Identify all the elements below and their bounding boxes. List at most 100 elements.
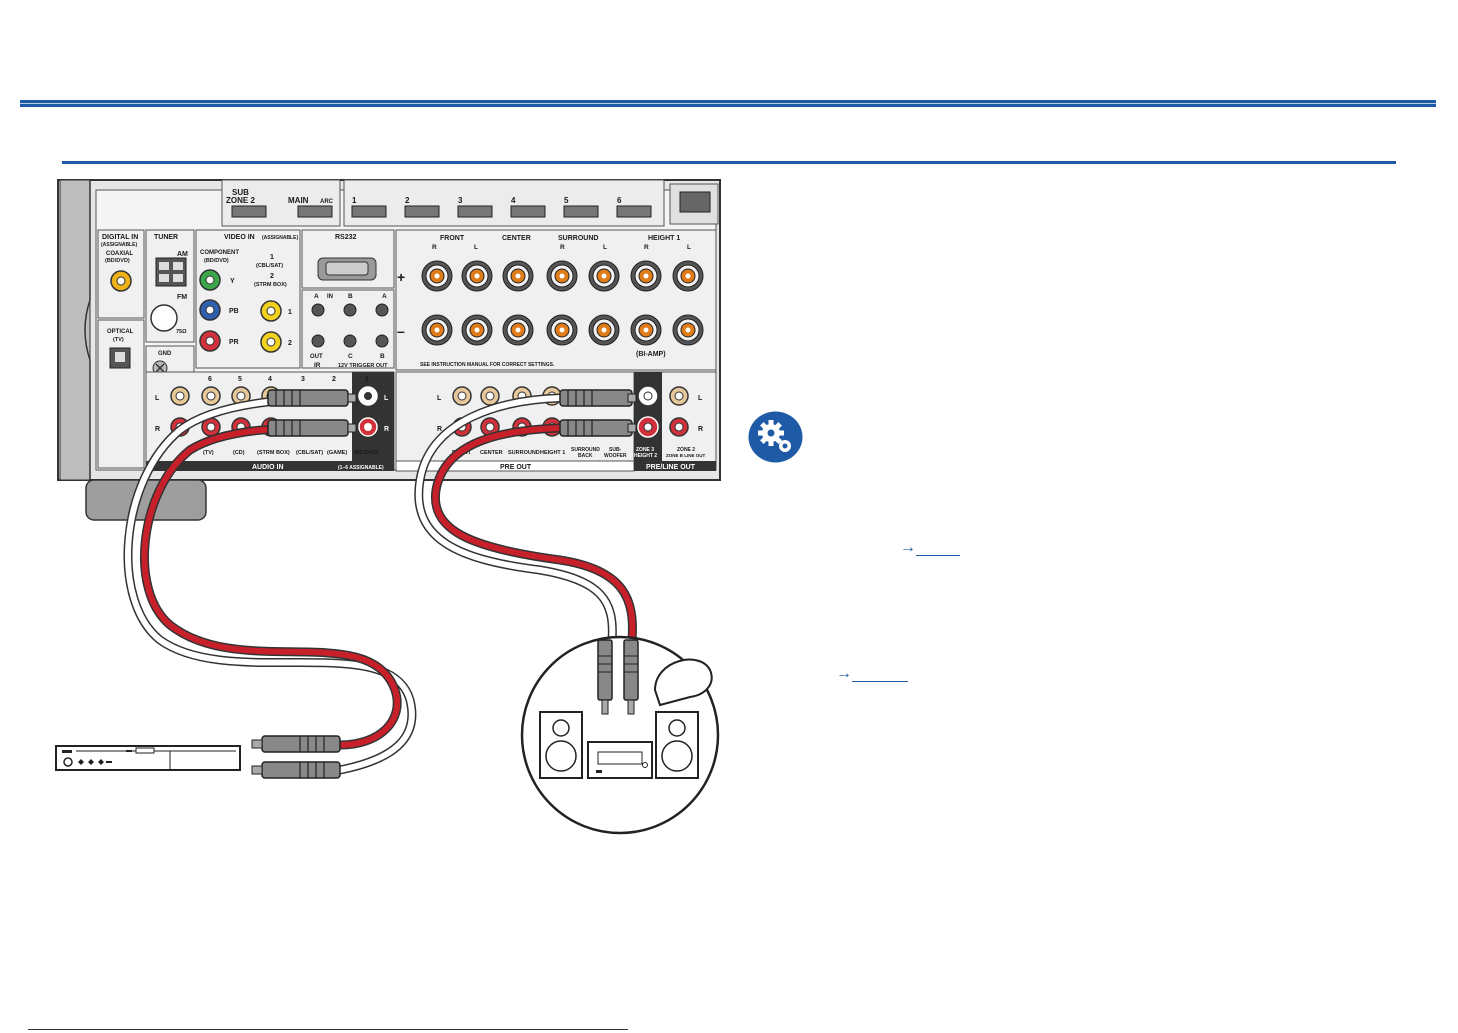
audio-in-source: (BD/DVD) (354, 450, 379, 456)
rca-plugs-pre-out (559, 389, 637, 437)
page-link-b[interactable]: → (836, 666, 908, 682)
speaker-post-hole (643, 327, 649, 333)
pre-line-r: R (698, 426, 703, 433)
audio-cable-player (123, 393, 417, 775)
audio-in-l: L (155, 395, 160, 402)
pre-line-l: L (698, 395, 703, 402)
pre-out-jack-r-center (485, 422, 495, 432)
speaker-terminals-section: FRONT CENTER SURROUND HEIGHT 1 + – R L R… (395, 229, 717, 371)
hdmi-port (457, 205, 493, 218)
video-in-assignable: (ASSIGNABLE) (262, 235, 298, 241)
disc-player (55, 735, 341, 779)
speaker-post-hole (474, 273, 480, 279)
pre-line-out-title: PRE/LINE OUT (646, 464, 696, 471)
ir-in-label: IN (327, 294, 333, 300)
tuner-title: TUNER (154, 234, 178, 241)
video-in-section: VIDEO IN (ASSIGNABLE) COMPONENT (BD/DVD)… (195, 229, 301, 369)
hdmi-input-label: 6 (617, 196, 622, 205)
pre-out-surround: SURROUND (508, 450, 540, 456)
digital-in-section: DIGITAL IN (ASSIGNABLE) COAXIAL (BD/DVD)… (97, 229, 145, 469)
speaker-post-hole (515, 327, 521, 333)
trigger-label: 12V TRIGGER OUT (338, 363, 388, 369)
right-arrow-icon: → (836, 665, 852, 682)
audio-in-source: (STRM BOX) (257, 450, 290, 456)
page-link-underline[interactable] (852, 669, 908, 682)
component-label: COMPONENT (200, 250, 239, 256)
pre-out-subwoofer-2: WOOFER (604, 453, 627, 459)
audio-in-number: 4 (268, 376, 272, 383)
speaker-post-hole (559, 273, 565, 279)
speaker-post-hole (474, 327, 480, 333)
hdmi-port (616, 205, 652, 218)
speaker-post-hole (559, 327, 565, 333)
audio-in-r2: R (384, 426, 389, 433)
audio-cable-zone (414, 393, 637, 645)
hdmi-port (510, 205, 546, 218)
audio-in-number: 5 (238, 376, 242, 383)
page-link-underline[interactable] (916, 543, 960, 556)
pre-line-out-section: PRE/LINE OUT ZONE 3 HEIGHT 2 ZONE 2 ZONE… (633, 371, 717, 471)
speaker-height1: HEIGHT 1 (648, 235, 680, 242)
ir-b2-label: B (380, 353, 385, 360)
speaker-front: FRONT (440, 235, 465, 242)
ir-c-label: C (348, 353, 353, 360)
hdmi-input-label: 1 (352, 196, 357, 205)
pre-out-jack-l-center (457, 391, 467, 401)
pre-out-l: L (437, 395, 442, 402)
audio-jack-l-center (175, 391, 185, 401)
comp2-num: 2 (270, 273, 274, 280)
component-pr: PR (229, 339, 239, 346)
speaker-r-height: R (644, 244, 649, 251)
gears-icon (748, 411, 803, 463)
audio-in-source: (GAME) (327, 450, 347, 456)
zone3-label: ZONE 3 (636, 447, 654, 453)
speaker-r-front: R (432, 244, 437, 251)
page-link-a[interactable]: → (900, 540, 960, 556)
hdmi-arc-label: ARC (320, 199, 334, 205)
rs232-title: RS232 (335, 234, 357, 241)
hdmi-sub-label: SUB (232, 188, 249, 197)
hdmi-zone2-label: ZONE 2 (226, 196, 255, 205)
pre-out-height1: HEIGHT 1 (540, 450, 565, 456)
hdmi-port (351, 205, 387, 218)
component-src: (BD/DVD) (204, 258, 229, 264)
ir-b-label: B (348, 293, 353, 300)
speaker-post-hole (601, 327, 607, 333)
pre-out-jack-l-center (485, 391, 495, 401)
audio-in-number: 6 (208, 376, 212, 383)
speaker-minus: – (397, 323, 405, 339)
ir-trigger-section: A IN B A OUT C B IR 12V TRIGGER OUT (301, 289, 395, 369)
tuner-am: AM (177, 251, 188, 258)
header-rule (20, 100, 1436, 107)
hdmi-port (404, 205, 440, 218)
optical-src: (TV) (113, 337, 124, 343)
audio-in-source: (CD) (233, 450, 245, 456)
pre-out-center: CENTER (480, 450, 503, 456)
audio-in-source: (CBL/SAT) (296, 450, 323, 456)
speaker-post-hole (643, 273, 649, 279)
gnd-label: GND (158, 351, 172, 357)
audio-in-number: 1 (365, 376, 369, 383)
speaker-post-hole (685, 327, 691, 333)
footer-rule (28, 1029, 628, 1030)
comp2-src: (STRM BOX) (254, 282, 287, 288)
speaker-surround: SURROUND (558, 235, 598, 242)
hdmi-input-label: 2 (405, 196, 410, 205)
tuner-section: TUNER AM FM 75Ω GND (145, 229, 195, 379)
digital-in-title: DIGITAL IN (102, 234, 138, 241)
audio-in-r: R (155, 426, 160, 433)
hdmi-input-label: 3 (458, 196, 463, 205)
pre-out-surround-back-1: SURROUND (571, 447, 600, 453)
ir-a2-label: A (382, 293, 387, 300)
rca-plugs-audio-in (267, 389, 357, 437)
ir-label: IR (314, 362, 321, 369)
audio-in-title: AUDIO IN (252, 464, 284, 471)
hdmi-port (563, 205, 599, 218)
speaker-r-surround: R (560, 244, 565, 251)
audio-in-assignable: (1–6 ASSIGNABLE) (338, 465, 384, 471)
component-pb: PB (229, 308, 239, 315)
speaker-l-front: L (474, 244, 478, 251)
video-jack-1: 1 (288, 309, 292, 316)
speaker-l-surround: L (603, 244, 607, 251)
